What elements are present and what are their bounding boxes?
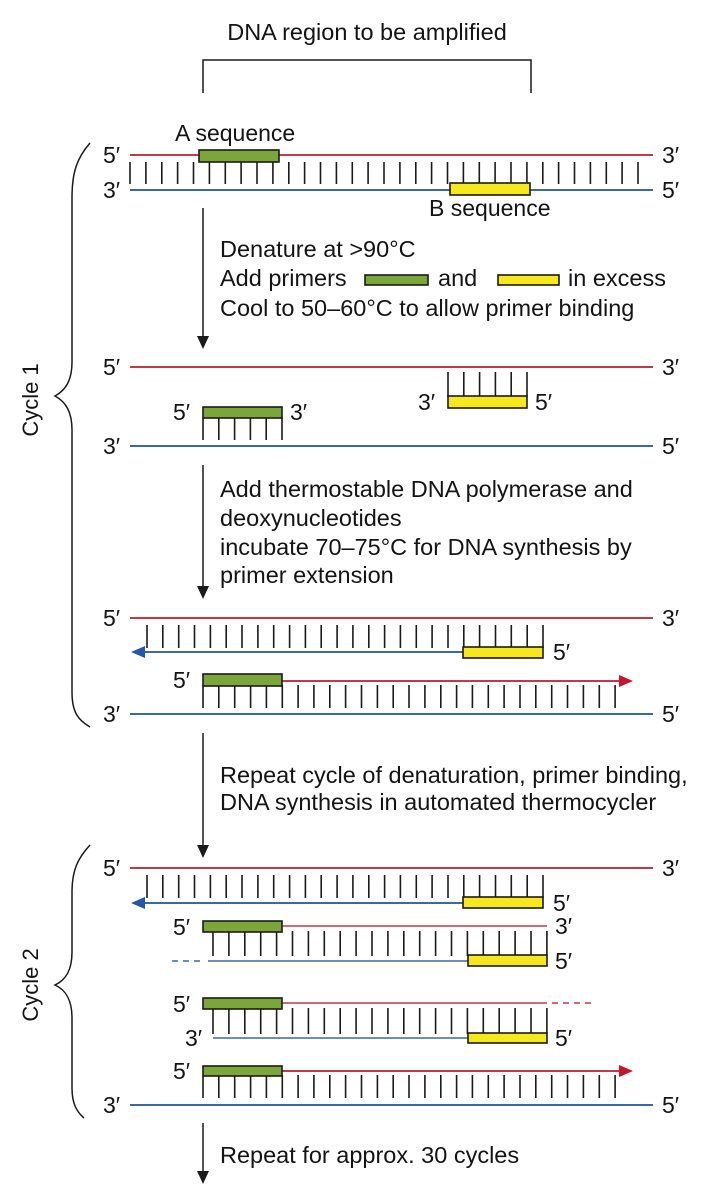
step-text: Add primers	[220, 265, 347, 291]
cycle-1-label: Cycle 1	[18, 363, 43, 436]
primer-a-box	[202, 920, 283, 933]
primer-b-box	[467, 1032, 548, 1044]
cycle-2-row-4: 5′ 3′ 5′	[103, 1058, 679, 1118]
left-arrowhead-icon	[131, 897, 145, 909]
down-arrow-icon	[197, 845, 209, 858]
cycle-2-row-3: 5′ 3′ 5′	[173, 991, 596, 1051]
end-label: 5′	[103, 142, 120, 168]
cycle-2-row-2: 5′ 3′ 5′	[172, 913, 572, 974]
end-label: 3′	[662, 605, 679, 631]
primer-a-box	[202, 997, 283, 1010]
end-label: 3′	[103, 433, 120, 459]
end-label: 5′	[103, 605, 120, 631]
cycle-2-label: Cycle 2	[18, 948, 43, 1021]
right-arrowhead-icon	[619, 1065, 633, 1077]
step-extension: Add thermostable DNA polymerase and deox…	[197, 465, 633, 599]
down-arrow-icon	[197, 586, 209, 599]
amplified-region-bracket	[202, 59, 532, 93]
primer-a-box	[202, 1065, 283, 1077]
end-label: 5′	[535, 389, 552, 415]
step-repeat: Repeat cycle of denaturation, primer bin…	[197, 733, 688, 858]
end-label: 5′	[553, 639, 570, 665]
step-text: DNA synthesis in automated thermocycler	[220, 789, 656, 815]
down-arrow-icon	[197, 1171, 209, 1184]
end-label: 3′	[290, 399, 307, 425]
primer-b-box	[447, 395, 528, 409]
end-label: 5′	[103, 855, 120, 881]
end-label: 5′	[662, 177, 679, 203]
end-label: 3′	[418, 389, 435, 415]
end-label: 5′	[103, 354, 120, 380]
primer-a-box	[202, 406, 283, 419]
primer-b-legend-icon	[497, 274, 560, 286]
end-label: 5′	[173, 399, 190, 425]
end-label: 5′	[662, 433, 679, 459]
step-text: and	[438, 265, 477, 291]
primer-b-box	[462, 896, 544, 909]
end-label: 3′	[662, 142, 679, 168]
a-sequence-label: A sequence	[175, 120, 295, 146]
step-text: deoxynucleotides	[220, 505, 402, 531]
end-label: 3′	[662, 855, 679, 881]
primer-binding: 5′ 3′ 3′ 5′ 5′ 3′ 3′ 5′	[103, 354, 679, 459]
step-text: Cool to 50–60°C to allow primer binding	[220, 295, 634, 321]
primer-a-box	[202, 673, 283, 687]
primer-b-box	[467, 954, 548, 967]
b-sequence-label: B sequence	[429, 195, 550, 221]
end-label: 5′	[662, 1092, 679, 1118]
end-label: 3′	[103, 701, 120, 727]
step-text: in excess	[568, 265, 666, 291]
primer-b-box	[462, 646, 544, 659]
end-label: 5′	[662, 701, 679, 727]
end-label: 5′	[173, 914, 190, 940]
end-label: 5′	[555, 1025, 572, 1051]
cycle-2-row-1: 5′ 3′ 5′	[103, 855, 679, 916]
cycle-1-brace	[53, 142, 91, 728]
end-label: 3′	[555, 913, 572, 939]
template-dna: A sequence B sequence 5′ 3′ 3′ 5′	[103, 120, 679, 221]
end-label: 5′	[173, 667, 190, 693]
step-denature: Denature at >90°C Add primers and in exc…	[197, 208, 666, 349]
b-sequence-box	[449, 182, 531, 196]
end-label: 5′	[173, 991, 190, 1017]
step-text: Repeat cycle of denaturation, primer bin…	[220, 762, 688, 788]
left-arrowhead-icon	[131, 646, 145, 658]
step-text: Denature at >90°C	[220, 236, 416, 262]
end-label: 3′	[103, 1092, 120, 1118]
end-label: 5′	[173, 1058, 190, 1084]
end-label: 3′	[662, 354, 679, 380]
step-text: primer extension	[220, 562, 394, 588]
diagram-title: DNA region to be amplified	[227, 19, 507, 45]
primer-a-legend-icon	[364, 274, 429, 286]
step-text: incubate 70–75°C for DNA synthesis by	[220, 534, 632, 560]
primer-extension: 5′ 3′ 5′ 5′ 3′ 5′	[103, 605, 679, 727]
step-text: Add thermostable DNA polymerase and	[220, 476, 633, 502]
end-label: 5′	[555, 948, 572, 974]
a-sequence-box	[198, 149, 280, 163]
down-arrow-icon	[197, 336, 209, 349]
right-arrowhead-icon	[619, 675, 633, 687]
cycle-2-brace	[53, 844, 91, 1119]
base-pair-ticks	[129, 162, 639, 1098]
step-final: Repeat for approx. 30 cycles	[197, 1123, 519, 1184]
step-text: Repeat for approx. 30 cycles	[220, 1142, 519, 1168]
end-label: 5′	[553, 890, 570, 916]
end-label: 3′	[103, 177, 120, 203]
end-label: 3′	[185, 1025, 202, 1051]
